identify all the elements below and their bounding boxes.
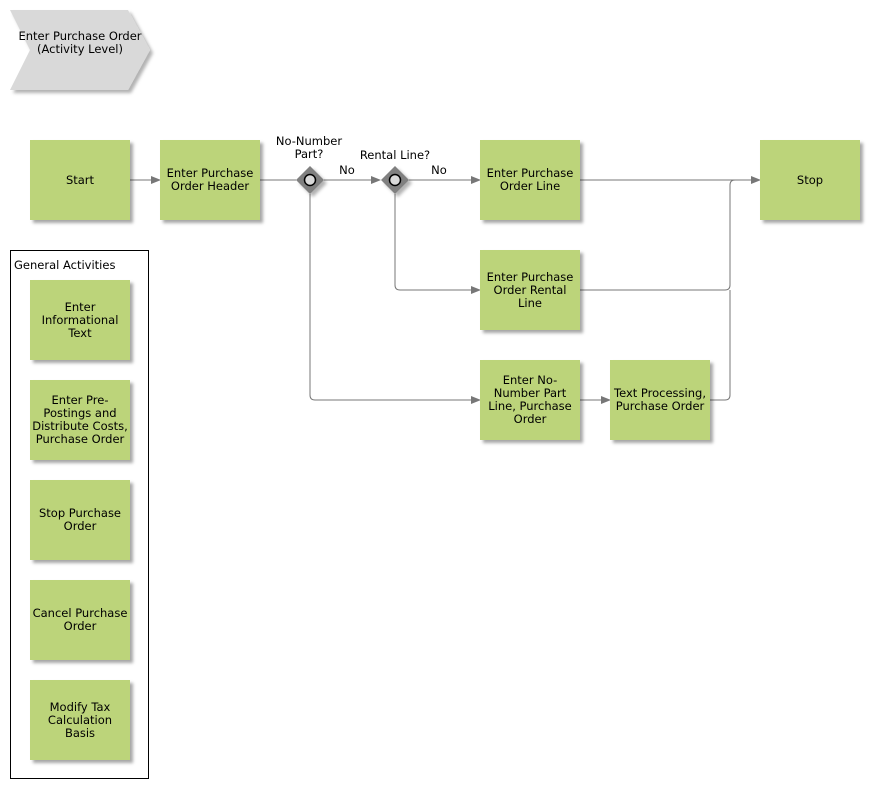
enter-pre-postings-activity[interactable]: Enter Pre-Postings and Distribute Costs,…	[30, 380, 130, 460]
general-activities-title: General Activities	[14, 258, 116, 272]
edge-gateway1-to-no-number	[309, 194, 481, 404]
edge-rental-to-stop	[580, 179, 736, 291]
gateway-rental-line-label: Rental Line?	[359, 148, 431, 162]
enter-header-label: Enter Purchase Order Header	[166, 166, 254, 193]
enter-informational-text-activity[interactable]: Enter Informational Text	[30, 280, 130, 360]
enter-purchase-order-header-activity[interactable]: Enter Purchase Order Header	[160, 140, 260, 220]
gateway-no-number-label: No-Number Part?	[275, 134, 343, 161]
general-item-label: Enter Informational Text	[41, 299, 119, 340]
gateway-rental-line[interactable]	[381, 166, 409, 194]
enter-line-label: Enter Purchase Order Line	[486, 166, 574, 193]
enter-rental-line-label: Enter Purchase Order Rental Line	[486, 269, 574, 310]
process-header-shape	[10, 10, 150, 90]
enter-no-number-part-line-activity[interactable]: Enter No-Number Part Line, Purchase Orde…	[480, 360, 580, 440]
general-activities-panel	[10, 250, 149, 779]
stop-label: Stop	[796, 172, 824, 187]
general-item-label: Stop Purchase Order	[38, 506, 122, 533]
general-item-label: Cancel Purchase Order	[32, 606, 128, 633]
edge-label-no-1: No	[339, 163, 355, 177]
process-header-label: Enter Purchase Order (Activity Level)	[18, 29, 142, 56]
enter-purchase-order-line-activity[interactable]: Enter Purchase Order Line	[480, 140, 580, 220]
enter-no-number-line-label: Enter No-Number Part Line, Purchase Orde…	[488, 373, 572, 426]
stop-purchase-order-activity[interactable]: Stop Purchase Order	[30, 480, 130, 560]
text-processing-label: Text Processing, Purchase Order	[614, 386, 706, 413]
gateway-no-number[interactable]	[296, 166, 324, 194]
edge-text-to-stop	[710, 290, 731, 401]
modify-tax-calculation-basis-activity[interactable]: Modify Tax Calculation Basis	[30, 680, 130, 760]
text-processing-activity[interactable]: Text Processing, Purchase Order	[610, 360, 710, 440]
start-label: Start	[65, 172, 95, 187]
general-item-label: Modify Tax Calculation Basis	[47, 699, 113, 740]
cancel-purchase-order-activity[interactable]: Cancel Purchase Order	[30, 580, 130, 660]
edge-label-no-2: No	[431, 163, 447, 177]
start-event[interactable]: Start	[30, 140, 130, 220]
stop-event[interactable]: Stop	[760, 140, 860, 220]
general-item-label: Enter Pre-Postings and Distribute Costs,…	[32, 393, 128, 446]
edge-gateway2-to-rental	[394, 194, 481, 294]
enter-purchase-order-rental-line-activity[interactable]: Enter Purchase Order Rental Line	[480, 250, 580, 330]
